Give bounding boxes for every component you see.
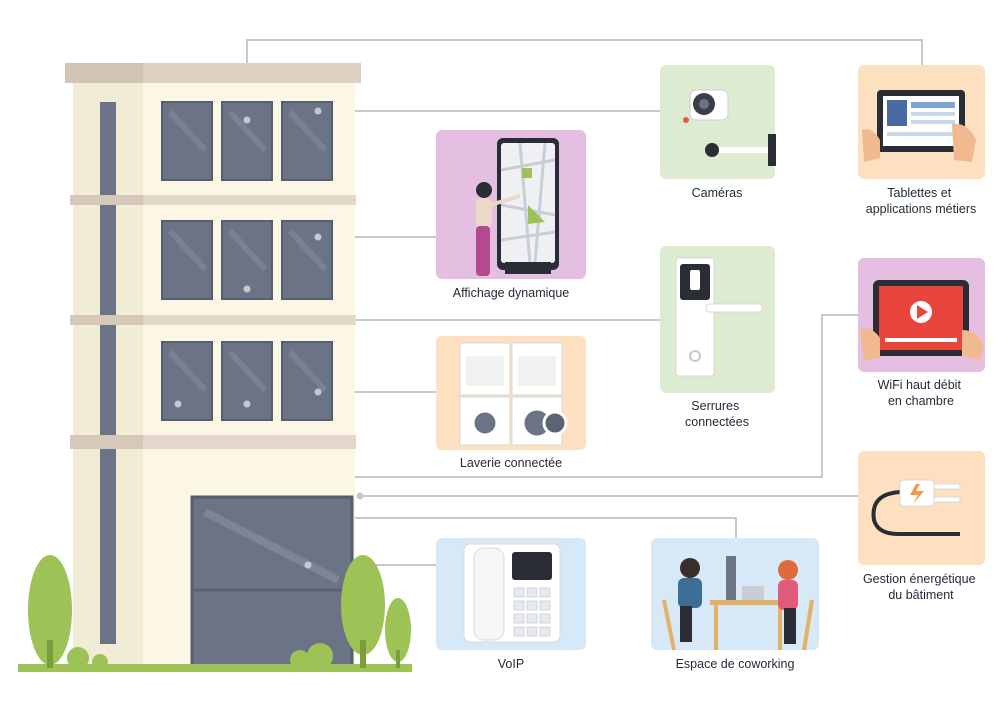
label-laundry: Laverie connectée xyxy=(460,456,562,470)
tree-right xyxy=(341,555,411,668)
card-signage: Affichage dynamique xyxy=(436,130,586,300)
person-woman xyxy=(476,182,521,276)
label-wifi-line2: en chambre xyxy=(888,394,954,408)
label-tablets-line1: Tablettes et xyxy=(887,186,951,200)
label-locks: Serrures connectées xyxy=(685,399,749,429)
card-cameras: Caméras xyxy=(660,65,776,200)
label-wifi: WiFi haut débit en chambre xyxy=(878,378,965,408)
power-plug-icon xyxy=(871,479,961,536)
window xyxy=(161,101,213,181)
card-energy: Gestion énergétique du bâtiment xyxy=(858,451,985,602)
label-signage: Affichage dynamique xyxy=(453,286,570,300)
entrance-glass xyxy=(190,495,354,671)
label-energy: Gestion énergétique du bâtiment xyxy=(863,572,979,602)
coworking-illustration xyxy=(662,556,814,651)
floor-band-1-dark xyxy=(70,195,143,205)
floor-band-1 xyxy=(70,195,356,205)
label-voip: VoIP xyxy=(498,657,524,671)
label-locks-line2: connectées xyxy=(685,415,749,429)
camera-icon xyxy=(683,89,776,166)
label-locks-line1: Serrures xyxy=(691,399,739,413)
floor-band-2 xyxy=(70,315,356,325)
entrance-glare xyxy=(203,508,340,584)
card-wifi: WiFi haut débit en chambre xyxy=(858,258,985,408)
card-locks: Serrures connectées xyxy=(660,246,775,429)
video-tablet-icon xyxy=(860,280,984,360)
card-laundry: Laverie connectée xyxy=(436,336,586,470)
floor-band-2-dark xyxy=(70,315,143,325)
card-coworking: Espace de coworking xyxy=(651,538,819,671)
tree-left xyxy=(28,555,72,668)
label-tablets: Tablettes et applications métiers xyxy=(866,186,976,216)
label-energy-line1: Gestion énergétique xyxy=(863,572,976,586)
connection-dots xyxy=(174,107,364,569)
card-voip: VoIP xyxy=(436,538,586,671)
label-wifi-line1: WiFi haut débit xyxy=(878,378,962,392)
roof-cornice-shadow xyxy=(65,63,143,83)
smart-lock-icon xyxy=(675,257,763,377)
label-coworking: Espace de coworking xyxy=(676,657,795,671)
washing-machines xyxy=(459,342,568,446)
tablet-icon xyxy=(862,90,976,162)
bushes xyxy=(67,643,333,670)
floor-band-3-dark xyxy=(70,435,143,449)
label-cameras: Caméras xyxy=(692,186,743,200)
desk-phone-icon xyxy=(463,543,561,643)
label-tablets-line2: applications métiers xyxy=(866,202,976,216)
card-tablets: Tablettes et applications métiers xyxy=(858,65,985,216)
window-glare xyxy=(167,109,328,393)
building xyxy=(18,63,412,672)
vertical-pipe xyxy=(100,102,116,644)
ground xyxy=(18,664,412,672)
label-energy-line2: du bâtiment xyxy=(888,588,954,602)
